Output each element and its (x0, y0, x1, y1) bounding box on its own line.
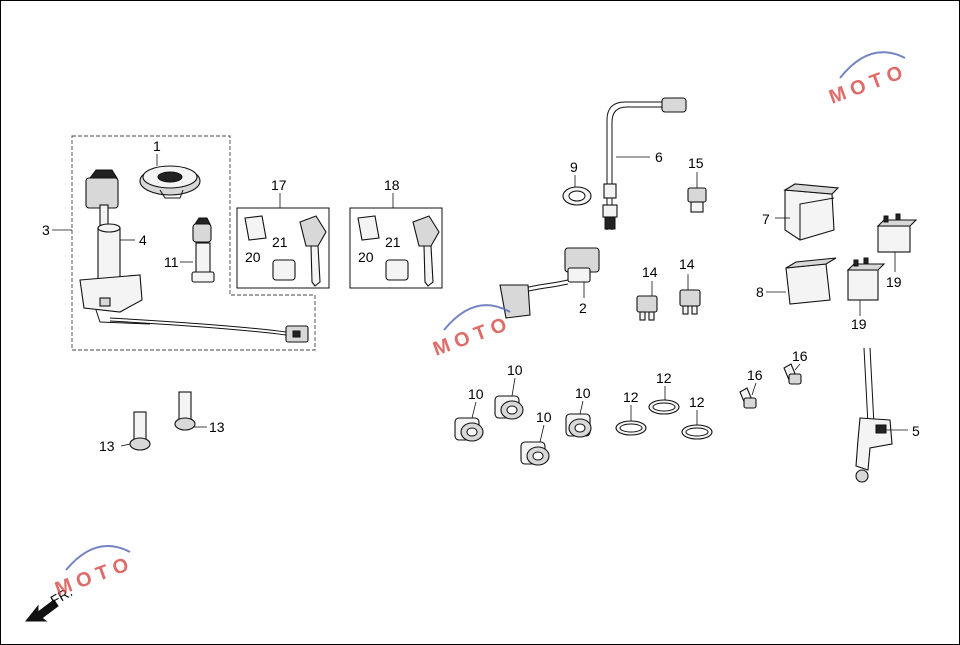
callout-11: 11 (164, 254, 179, 270)
part-8-relay-holder (785, 257, 837, 305)
part-13-screw-right (174, 391, 196, 431)
svg-text:M O T O: M O T O (52, 554, 132, 601)
callout-1: 1 (153, 138, 161, 154)
part-16-bolt-left (739, 387, 757, 409)
callout-16-a: 16 (747, 367, 763, 383)
key-set-17-parts (244, 215, 327, 287)
callout-13-b: 13 (209, 419, 225, 435)
part-16-bolt-right (783, 363, 802, 385)
part-4-ignition-switch (79, 169, 309, 343)
callout-19-b: 19 (851, 316, 867, 332)
part-10-collar-1 (454, 417, 484, 442)
callout-21-a: 21 (272, 234, 288, 250)
ignition-group-boundary (71, 135, 316, 351)
watermark-middle: M O T O (430, 304, 511, 361)
callout-21-b: 21 (385, 234, 401, 250)
part-12-washer-2 (648, 399, 680, 415)
part-15-plug (687, 187, 707, 213)
callout-labels: 1 2 3 4 5 6 7 8 9 10 10 10 10 11 12 12 1… (42, 138, 920, 454)
svg-text:M O T O: M O T O (430, 314, 510, 361)
part-7-relay-box (783, 183, 840, 241)
watermark-bottom-left: M O T O (52, 545, 132, 601)
part-5-stand-switch (855, 347, 893, 483)
callout-17: 17 (271, 177, 287, 193)
part-1-switch-cover (139, 165, 201, 199)
callout-7: 7 (762, 211, 770, 227)
callout-12-c: 12 (689, 394, 705, 410)
part-13-screw-left (129, 411, 151, 451)
part-11-seat-lock (191, 217, 215, 283)
callout-6: 6 (655, 149, 663, 165)
callout-10-a: 10 (468, 386, 484, 402)
part-9-clip (562, 186, 592, 206)
callout-5: 5 (912, 423, 920, 439)
callout-14-b: 14 (679, 256, 695, 272)
callout-15: 15 (688, 155, 704, 171)
part-14-fuse-right (679, 289, 701, 315)
callout-12-b: 12 (656, 370, 672, 386)
callout-10-d: 10 (575, 385, 591, 401)
callout-18: 18 (384, 177, 400, 193)
leader-lines (52, 154, 908, 447)
part-19-relay-bottom (846, 257, 886, 301)
svg-text:M O T O: M O T O (826, 62, 906, 109)
part-10-collar-3 (520, 441, 550, 466)
callout-12-a: 12 (623, 389, 639, 405)
callout-4: 4 (139, 232, 147, 248)
front-arrow-icon (24, 599, 59, 622)
callout-19-a: 19 (886, 274, 902, 290)
callout-10-b: 10 (507, 362, 523, 378)
key-set-18-parts (357, 215, 440, 287)
callout-2: 2 (579, 300, 587, 316)
part-10-collar-4 (565, 413, 592, 438)
part-6-sensor (602, 97, 687, 230)
callout-13-a: 13 (99, 438, 115, 454)
callout-14-a: 14 (642, 264, 658, 280)
callout-20-a: 20 (245, 249, 261, 265)
part-19-relay-top (876, 213, 918, 253)
callout-10-c: 10 (536, 409, 552, 425)
part-12-washer-1 (615, 420, 647, 436)
callout-20-b: 20 (358, 249, 374, 265)
part-10-collar-2 (494, 395, 524, 420)
callout-8: 8 (756, 284, 764, 300)
callout-9: 9 (570, 159, 578, 175)
part-12-washer-3 (681, 424, 713, 440)
callout-3: 3 (42, 222, 50, 238)
watermark-top-right: M O T O (826, 51, 906, 109)
part-14-fuse-left (636, 295, 658, 321)
callout-16-b: 16 (792, 348, 808, 364)
